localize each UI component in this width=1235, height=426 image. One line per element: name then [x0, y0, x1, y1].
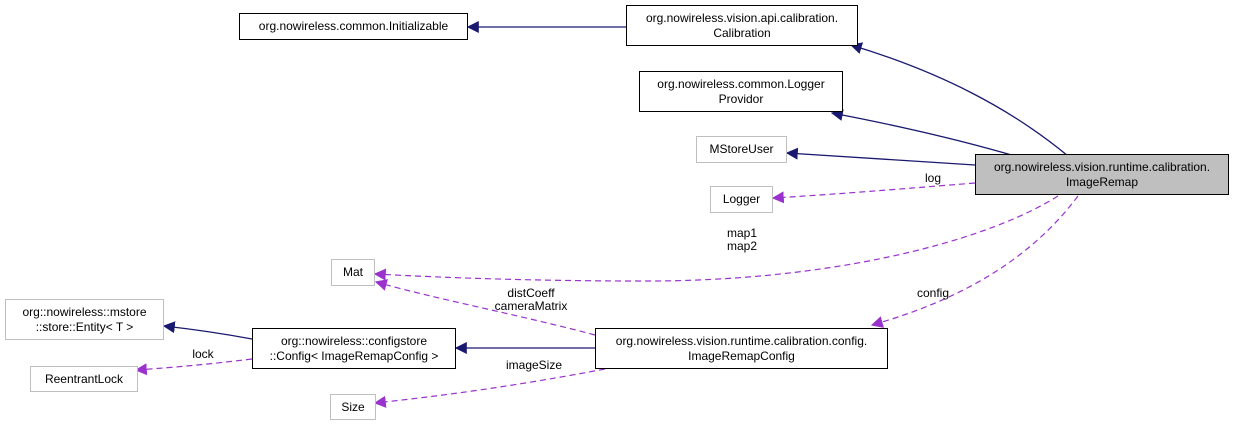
node-calibration[interactable]: org.nowireless.vision.api.calibration. C…	[626, 5, 858, 46]
node-entity[interactable]: org::nowireless::mstore ::store::Entity<…	[5, 299, 164, 340]
edge-label-map: map1 map2	[726, 226, 758, 253]
edge-imageremap-config-imageremapconfig	[870, 195, 1079, 328]
node-initializable[interactable]: org.nowireless.common.Initializable	[239, 13, 468, 40]
edge-imageremapconfig-imagesize-size	[373, 368, 606, 408]
node-reentrant-lock[interactable]: ReentrantLock	[30, 366, 138, 392]
edge-imageremap-to-calibration	[849, 42, 1069, 157]
edge-label-dist-camera: distCoeff cameraMatrix	[494, 286, 568, 313]
node-mat[interactable]: Mat	[331, 259, 375, 286]
edge-config-lock-reentrantlock	[134, 358, 253, 376]
edge-imageremap-to-loggerprovidor	[830, 109, 1016, 157]
edge-label-config: config	[916, 286, 950, 300]
edge-label-log: log	[924, 171, 941, 185]
node-image-remap-config[interactable]: org.nowireless.vision.runtime.calibratio…	[595, 328, 888, 369]
edge-label-lock: lock	[192, 347, 214, 361]
node-image-remap[interactable]: org.nowireless.vision.runtime.calibratio…	[975, 154, 1229, 195]
edge-config-to-entity	[162, 321, 253, 340]
node-logger[interactable]: Logger	[710, 186, 773, 213]
edge-imageremap-log-logger	[771, 182, 976, 204]
edge-imageremap-to-mstoreuser	[785, 147, 976, 166]
node-logger-providor[interactable]: org.nowireless.common.Logger Providor	[639, 71, 843, 112]
node-mstore-user[interactable]: MStoreUser	[696, 136, 787, 163]
edge-imageremap-map-mat	[373, 195, 1059, 282]
edge-label-image-size: imageSize	[505, 358, 563, 372]
node-size[interactable]: Size	[330, 394, 376, 420]
node-config[interactable]: org::nowireless::configstore ::Config< I…	[252, 328, 456, 369]
